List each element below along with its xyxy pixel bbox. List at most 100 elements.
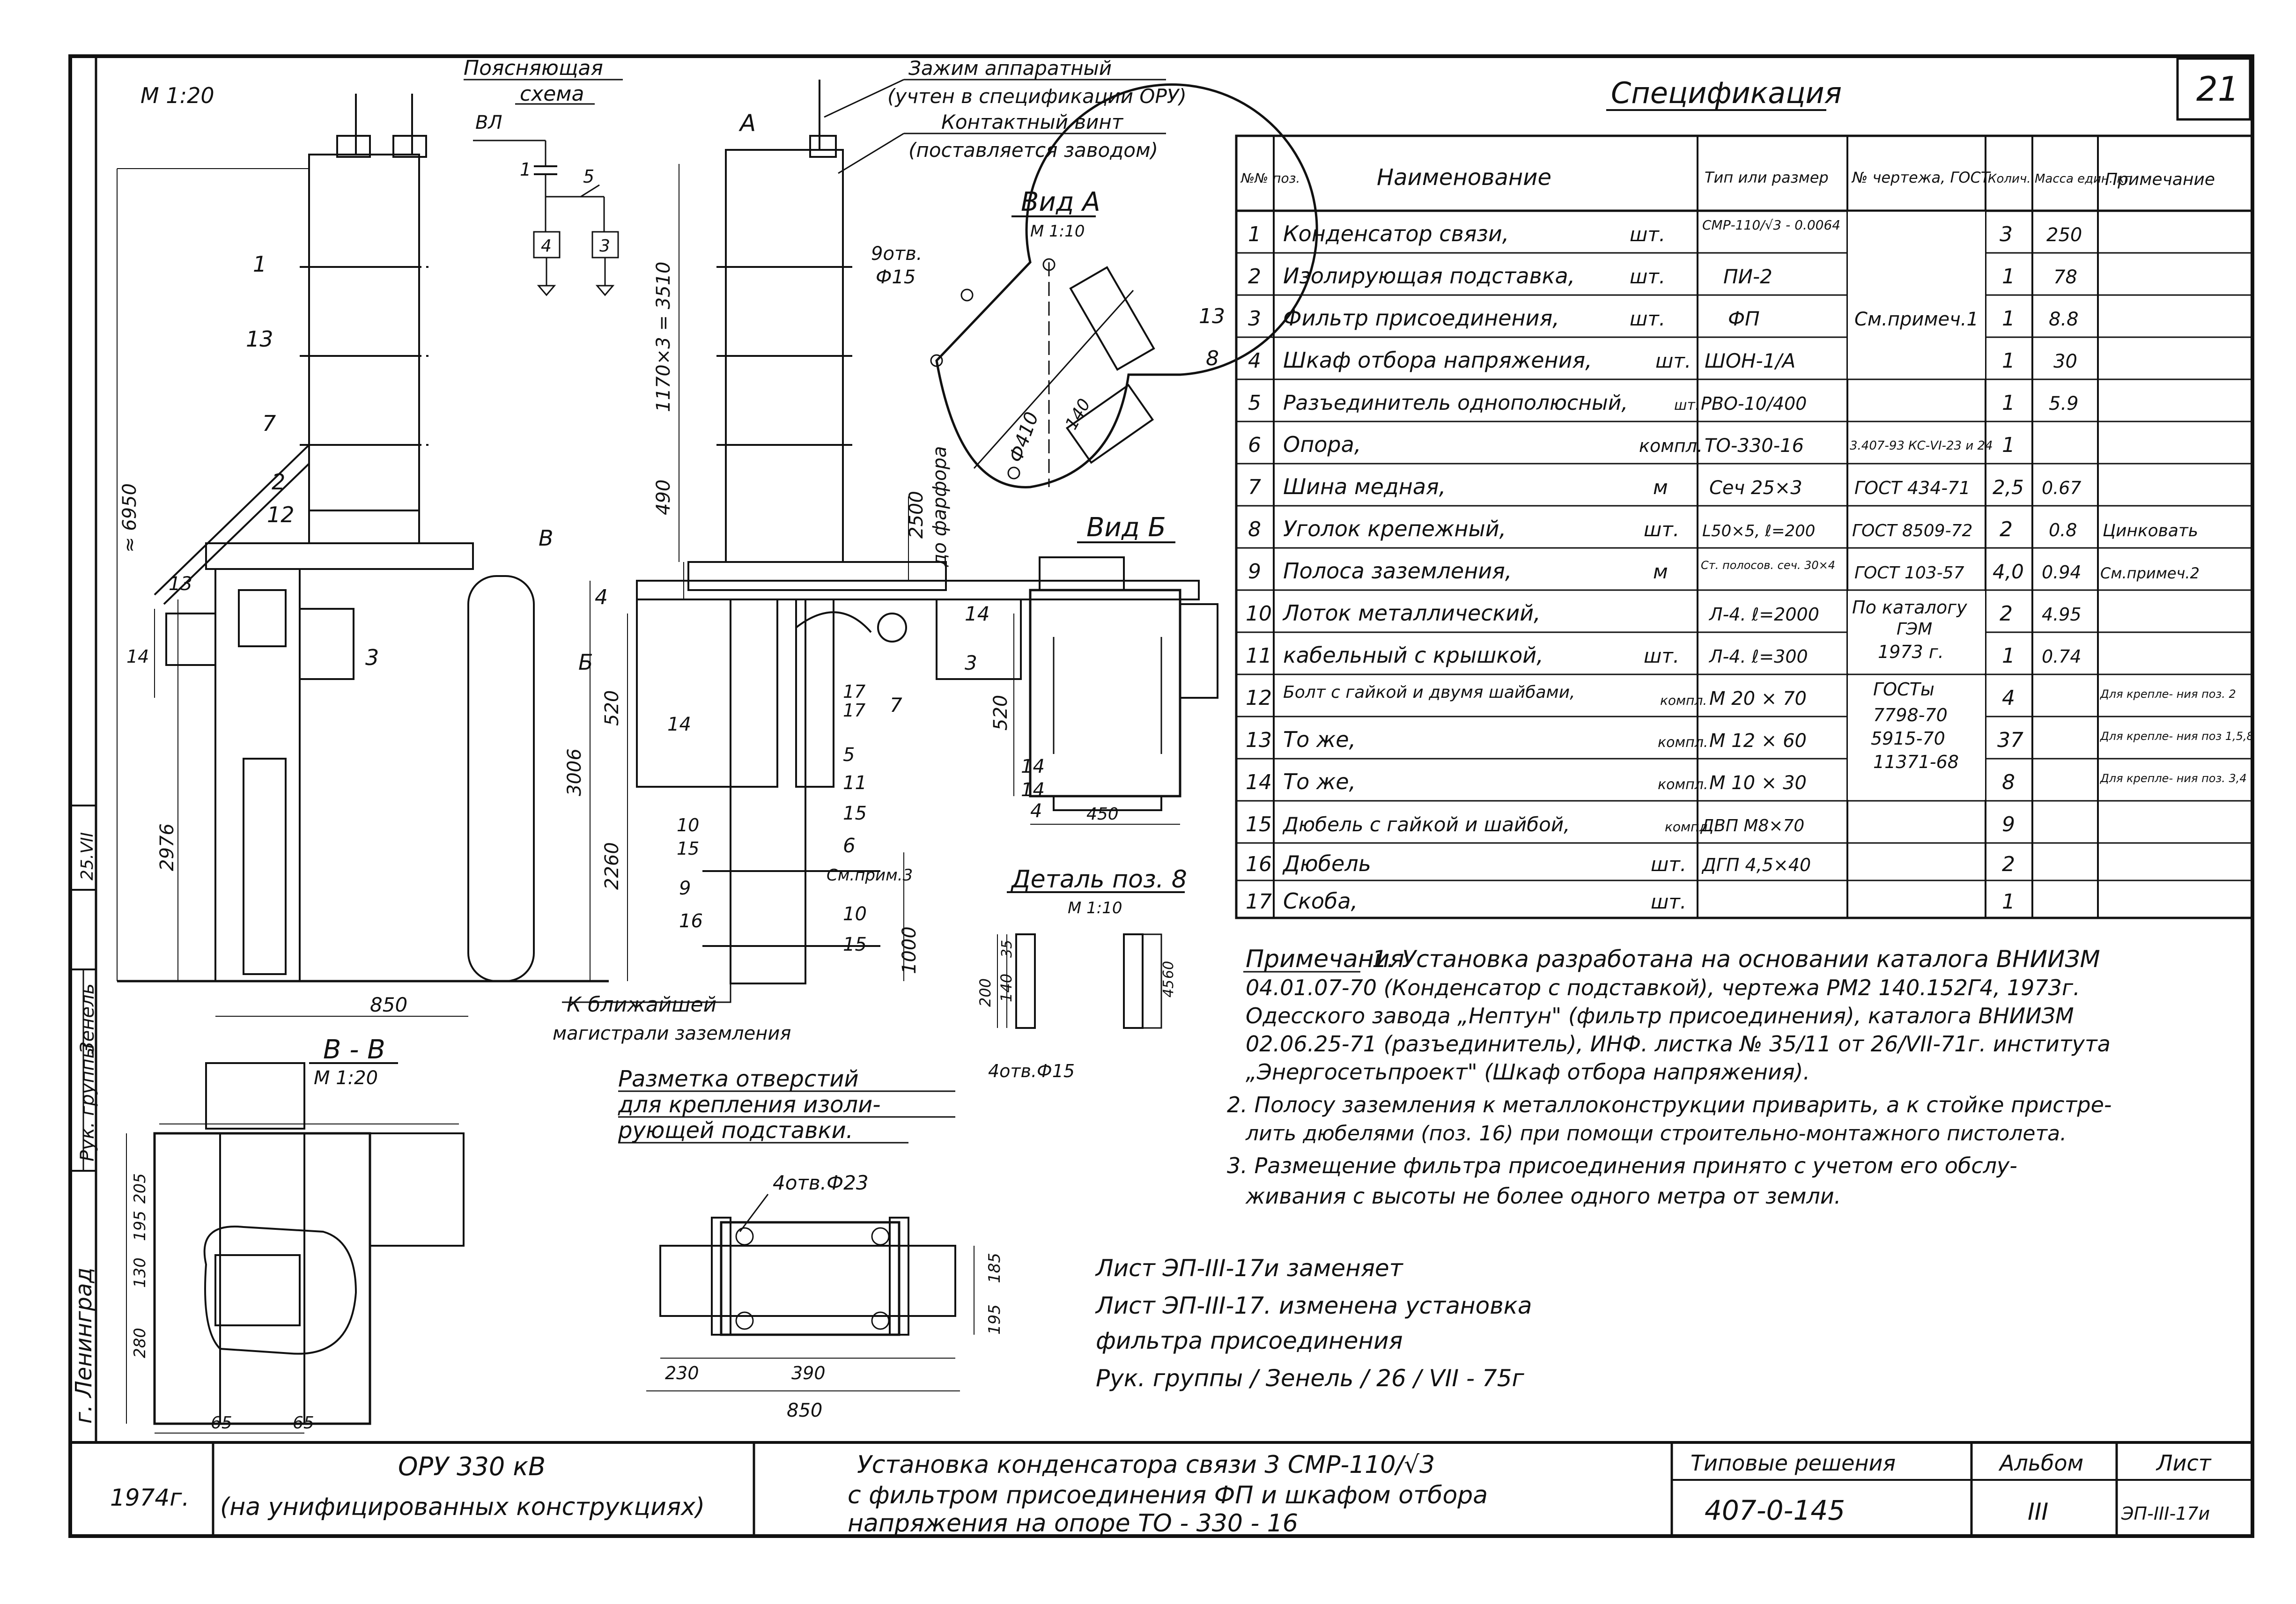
svg-text:1: 1 (1248, 222, 1261, 246)
svg-text:16: 16 (679, 910, 703, 932)
svg-text:2: 2 (272, 469, 285, 495)
svg-text:14: 14 (667, 714, 691, 735)
svg-text:Изолирующая подставка,: Изолирующая подставка, (1283, 263, 1575, 288)
svg-text:ГЭМ: ГЭМ (1897, 620, 1932, 639)
tb-series-value: 407-0-145 (1705, 1494, 1845, 1526)
svg-text:Конденсатор связи,: Конденсатор связи, (1283, 221, 1509, 246)
svg-text:12: 12 (267, 502, 295, 527)
position-labels: 1 13 7 2 12 13 14 3 4 14 17 17 5 11 15 6… (126, 251, 989, 955)
layout-title-2: для крепления изоли- (618, 1092, 881, 1118)
svg-text:02.06.25-71 (разъединитель), И: 02.06.25-71 (разъединитель), ИНФ. листка… (1246, 1031, 2111, 1057)
svg-text:шт.: шт. (1651, 853, 1686, 876)
view-b-4: 4 (1030, 800, 1042, 822)
svg-text:шт.: шт. (1630, 307, 1665, 330)
svg-text:Л-4. ℓ=2000: Л-4. ℓ=2000 (1708, 604, 1819, 625)
tb-desc-3: напряжения на опоре ТО - 330 - 16 (848, 1509, 1298, 1537)
hdr-type: Тип или размер (1705, 169, 1829, 186)
scale-main: M 1:20 (140, 83, 214, 108)
svg-text:Лоток металлический,: Лоток металлический, (1282, 600, 1541, 626)
svg-text:1: 1 (2002, 391, 2015, 415)
svg-text:живания с высоты не более одно: живания с высоты не более одного метра о… (1245, 1183, 1841, 1209)
tb-object-1: ОРУ 330 кВ (398, 1452, 546, 1481)
svg-text:1973 г.: 1973 г. (1878, 642, 1944, 662)
schema-n4: 4 (541, 237, 552, 256)
svg-text:7798-70: 7798-70 (1873, 705, 1948, 725)
spec-title: Спецификация (1611, 76, 1842, 110)
svg-text:6: 6 (1248, 433, 1261, 457)
svg-text:1: 1 (2002, 307, 2015, 331)
sheet-number-box (2176, 57, 2252, 121)
detail8-title: Деталь поз. 8 (1011, 865, 1187, 894)
dim-1000: 1000 (899, 926, 920, 974)
svg-text:кабельный с крышкой,: кабельный с крышкой, (1283, 643, 1543, 668)
dim-850-main: 850 (370, 993, 407, 1016)
main-elevation-center (562, 80, 1200, 1003)
detail8-200: 200 (976, 978, 994, 1007)
view-b-450: 450 (1086, 805, 1119, 824)
arrow-v-right: В (539, 525, 554, 551)
margin-date: 25.VII (78, 832, 97, 880)
svg-text:0.74: 0.74 (2042, 646, 2082, 667)
section-bb-195: 195 (131, 1211, 149, 1241)
dim-490: 490 (653, 480, 674, 515)
sheet-number: 21 (2196, 69, 2239, 109)
spec-row: 7 Шина медная, м Сеч 25×3 2,5 0.67 (1248, 474, 2082, 499)
svg-text:17: 17 (843, 700, 865, 721)
arrow-a: А (738, 110, 756, 137)
svg-text:Цинковать: Цинковать (2103, 521, 2198, 540)
svg-text:4,0: 4,0 (1993, 560, 2024, 583)
svg-text:См.примеч.2: См.примеч.2 (2100, 564, 2200, 582)
svg-text:0.94: 0.94 (2042, 562, 2082, 583)
svg-text:ПИ-2: ПИ-2 (1723, 265, 1772, 288)
callout-screw-1: Контактный винт (941, 111, 1124, 133)
tb-object-2: (на унифицированных конструкциях) (220, 1493, 705, 1521)
hdr-note: Примечание (2105, 170, 2215, 189)
svg-text:РВО-10/400: РВО-10/400 (1701, 393, 1807, 414)
svg-text:М 10 × 30: М 10 × 30 (1709, 772, 1807, 794)
view-a-title: Вид А (1021, 187, 1100, 217)
svg-text:2. Полосу заземления к металло: 2. Полосу заземления к металлоконструкци… (1227, 1092, 2111, 1117)
layout-title-3: рующей подставки. (618, 1117, 853, 1144)
svg-text:Скоба,: Скоба, (1283, 888, 1358, 914)
cm-prim3: См.прим.3 (827, 866, 913, 885)
detail8-scale: М 1:10 (1068, 899, 1122, 917)
schema-title-1: Поясняющая (464, 56, 603, 80)
svg-text:15: 15 (843, 934, 867, 955)
svg-text:СМР-110/√3 - 0.0064: СМР-110/√3 - 0.0064 (1702, 217, 1840, 233)
section-bb-130: 130 (131, 1257, 149, 1288)
svg-text:10: 10 (1246, 602, 1272, 626)
svg-text:Для крепле- ния поз. 3,4: Для крепле- ния поз. 3,4 (2100, 772, 2247, 785)
svg-text:ФП: ФП (1728, 307, 1760, 330)
detail-pos-8: Деталь поз. 8 М 1:10 200 140 35 60 45 4о… (976, 865, 1187, 1081)
svg-text:250: 250 (2046, 224, 2082, 246)
spec-row: 12 Болт с гайкой и двумя шайбами, компл.… (1246, 683, 2236, 710)
svg-text:Рук. группы / Зенель / 26 / V: Рук. группы / Зенель / 26 / VII - 75г (1096, 1365, 1525, 1392)
svg-text:8.8: 8.8 (2049, 309, 2079, 330)
svg-text:11: 11 (1246, 644, 1272, 668)
spec-row: 11 кабельный с крышкой, шт. Л-4. ℓ=300 1… (1246, 643, 2082, 668)
svg-text:15: 15 (1246, 813, 1272, 836)
tb-album-label: Альбом (1998, 1450, 2083, 1476)
main-elevation-left (117, 94, 609, 1017)
layout-title-1: Разметка отверстий (618, 1066, 859, 1092)
detail8-60: 60 (1160, 961, 1177, 979)
svg-text:Фильтр присоединения,: Фильтр присоединения, (1283, 305, 1559, 331)
callout-screw-2: (поставляется заводом) (908, 139, 1158, 162)
svg-text:13: 13 (169, 573, 192, 595)
spec-row: 1 Конденсатор связи, шт. СМР-110/√3 - 0.… (1248, 217, 2082, 246)
dim-6950: ≈ 6950 (119, 483, 140, 553)
spec-row: 5 Разъединитель однополюсный, шт. РВО-10… (1248, 391, 2079, 415)
view-b-520: 520 (990, 695, 1011, 731)
svg-text:2: 2 (2002, 852, 2015, 876)
svg-text:компл.: компл. (1665, 819, 1712, 835)
layout-390: 390 (791, 1363, 826, 1383)
tb-album-value: III (2028, 1498, 2048, 1525)
spec-doc-column: См.примеч.1 3.407-93 КС-VI-23 и 24 ГОСТ … (1847, 212, 1993, 800)
svg-text:14: 14 (1246, 770, 1272, 794)
svg-text:Разъединитель однополюсный,: Разъединитель однополюсный, (1283, 391, 1628, 415)
title-block (212, 1442, 2252, 1536)
svg-text:лить дюбелями (поз. 16) при по: лить дюбелями (поз. 16) при помощи строи… (1245, 1122, 2067, 1146)
tb-desc-2: с фильтром присоединения ФП и шкафом отб… (848, 1481, 1488, 1509)
spec-row: 14 То же, компл. М 10 × 30 8 Для крепле-… (1246, 769, 2247, 794)
ground-label-2: магистрали заземления (553, 1023, 791, 1044)
